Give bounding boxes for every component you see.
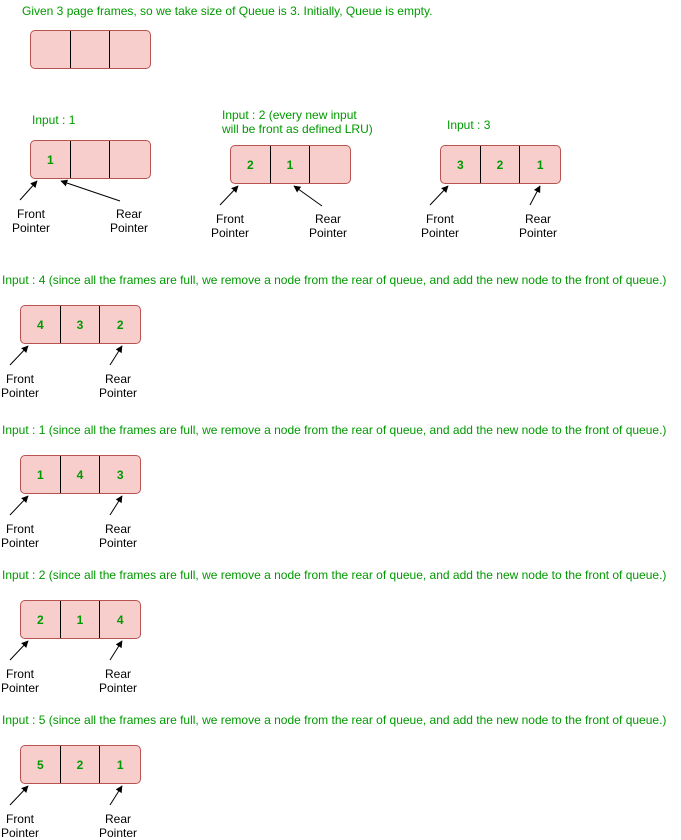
queue-frames: 1 4 3 <box>20 455 141 494</box>
queue-frames: 2 1 <box>230 145 351 184</box>
queue-frames: 3 2 1 <box>440 145 561 184</box>
frame-cell: 3 <box>116 467 124 482</box>
frame-cell <box>31 31 71 68</box>
front-pointer-arrow <box>9 345 29 366</box>
frame-cell: 1 <box>271 146 311 183</box>
step-label: Input : 5 (since all the frames are full… <box>2 713 667 727</box>
frame-cell: 3 <box>61 306 101 343</box>
queue-frames: 4 3 2 <box>20 305 141 344</box>
front-pointer-arrow <box>9 495 29 516</box>
step-label: Input : 3 <box>447 118 491 132</box>
frame-cell: 2 <box>481 146 521 183</box>
rear-pointer-arrow <box>109 495 123 516</box>
rear-pointer-arrow <box>109 640 123 661</box>
step-label: Input : 4 (since all the frames are full… <box>2 273 667 287</box>
initial-queue <box>30 30 151 69</box>
step-label: Input : 2 (since all the frames are full… <box>2 568 667 582</box>
frame-cell: 2 <box>116 317 124 332</box>
frame-cell <box>71 141 111 178</box>
frame-cell: 1 <box>116 757 124 772</box>
front-pointer-arrow <box>429 185 449 206</box>
intro-text: Given 3 page frames, so we take size of … <box>22 4 433 18</box>
queue-frames: 5 2 1 <box>20 745 141 784</box>
frame-cell: 3 <box>441 146 481 183</box>
queue-frames: 2 1 4 <box>20 600 141 639</box>
rear-pointer-arrow <box>109 785 123 806</box>
rear-pointer-arrow <box>293 185 323 207</box>
frame-cell: 2 <box>231 146 271 183</box>
step-label: Input : 1 <box>32 113 76 127</box>
frame-cell: 1 <box>61 601 101 638</box>
frame-cell: 1 <box>21 456 61 493</box>
frame-cell: 2 <box>61 746 101 783</box>
frame-cell: 2 <box>21 601 61 638</box>
frame-cell: 4 <box>21 306 61 343</box>
frame-cell: 4 <box>61 456 101 493</box>
frame-cell: 1 <box>31 141 71 178</box>
rear-pointer-arrow <box>529 185 541 206</box>
rear-pointer-arrow <box>60 179 121 202</box>
front-pointer-arrow <box>9 640 29 661</box>
frame-cell: 4 <box>116 612 124 627</box>
step-label: Input : 1 (since all the frames are full… <box>2 423 667 437</box>
front-pointer-arrow <box>219 185 239 206</box>
front-pointer-arrow <box>9 785 29 806</box>
front-pointer-arrow <box>19 180 38 201</box>
frame-cell: 5 <box>21 746 61 783</box>
queue-frames: 1 <box>30 140 151 179</box>
rear-pointer-arrow <box>109 345 123 366</box>
frame-cell: 1 <box>536 157 544 172</box>
frame-cell <box>71 31 111 68</box>
